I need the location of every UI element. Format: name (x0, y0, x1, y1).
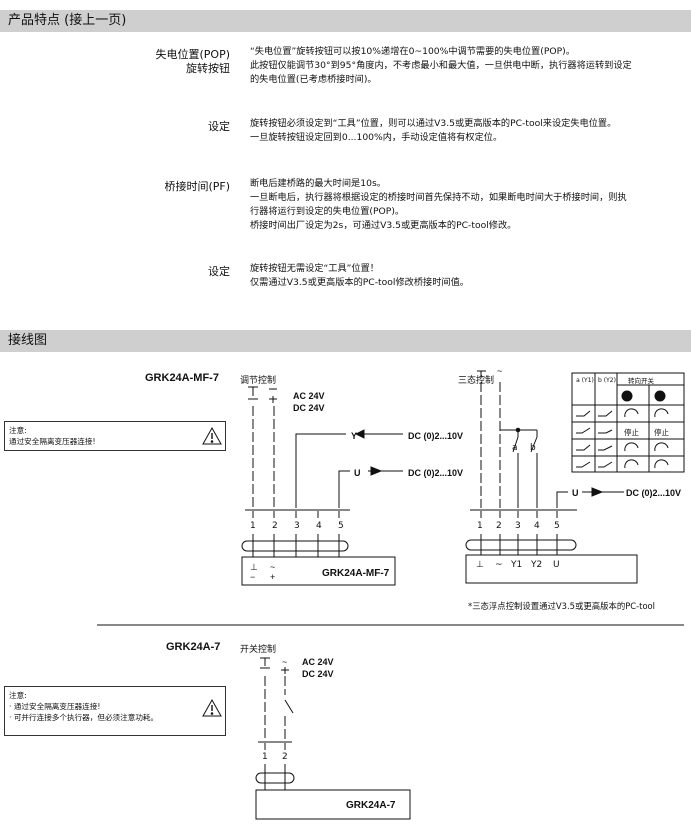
rotation-table (571, 372, 685, 473)
table-head-b: b (Y2) (598, 377, 616, 384)
text-line: 旋转按钮无需设定“工具”位置！ (250, 263, 379, 274)
diagram-title: 三态控制 (458, 376, 495, 386)
terminal-5: 5 (554, 521, 560, 531)
note-line: · 通过安全隔离变压器连接! (9, 702, 101, 711)
feature-text: 旋转按钮无需设定“工具”位置！ 仅需通过V3.5或更高版本的PC-tool修改桥… (250, 262, 688, 290)
diagram2-wiring (465, 370, 638, 584)
box-label: Y2 (531, 560, 543, 570)
footnote: *三态浮点控制设置通过V3.5或更高版本的PC-tool (468, 601, 656, 611)
supply-ac: AC 24V (302, 657, 334, 667)
box-tilde-symbol: ~ (270, 562, 275, 572)
table-head-switch: 转向开关 (628, 377, 654, 385)
note-title: 注意: (9, 426, 27, 435)
note-line: · 可并行连接多个执行器，但必须注意功耗。 (9, 713, 159, 722)
text-line: 一旦断电后，执行器将根据设定的桥接时间首先保持不动，如果断电时间大于桥接时间，则… (250, 192, 627, 203)
box-plus-symbol: + (270, 572, 275, 582)
actuator-model-label: GRK24A-MF-7 (322, 568, 390, 579)
box-ground-symbol: ⊥ (250, 562, 258, 572)
text-line: 断电后建桥路的最大时间是10s。 (250, 178, 386, 189)
terminal-1: 1 (250, 521, 256, 531)
terminal-2: 2 (272, 521, 278, 531)
terminal-3: 3 (515, 521, 521, 531)
arrow-icon (370, 466, 383, 476)
section-header-wiring: 接线图 (0, 330, 691, 352)
diagram3-wiring (255, 657, 411, 820)
signal-range: DC (0)2...10V (408, 468, 464, 478)
feature-label: 设定 (208, 265, 230, 278)
signal-u: U (572, 488, 579, 498)
box-label: ⊥ (476, 560, 484, 570)
note-title: 注意: (9, 691, 27, 700)
note-box: 注意: 通过安全隔离变压器连接! (4, 421, 226, 451)
diagram-title: 开关控制 (240, 645, 277, 655)
signal-range: DC (0)2...10V (626, 488, 682, 498)
terminal-4: 4 (316, 521, 322, 531)
text-line: 桥接时间出厂设定为2s，可通过V3.5或更高版本的PC-tool修改。 (250, 220, 517, 231)
terminal-4: 4 (534, 521, 540, 531)
feature-label: 设定 (208, 120, 230, 133)
box-label: Y1 (511, 560, 523, 570)
model-name: GRK24A-MF-7 (145, 372, 219, 384)
terminal-2: 2 (496, 521, 502, 531)
text-line: 旋转按钮必须设定到“工具”位置，则可以通过V3.5或更高版本的PC-tool来设… (250, 118, 617, 129)
feature-label: 桥接时间(PF) (164, 180, 230, 193)
terminal-2: 2 (282, 752, 288, 762)
actuator-model-label: GRK24A-7 (346, 800, 396, 811)
tilde-symbol: ~ (282, 657, 287, 667)
text-line: 仅需通过V3.5或更高版本的PC-tool修改桥接时间值。 (250, 277, 469, 288)
terminal-5: 5 (338, 521, 344, 531)
signal-u: U (354, 468, 361, 478)
note-line: 通过安全隔离变压器连接! (9, 437, 96, 446)
terminal-3: 3 (294, 521, 300, 531)
diagram1-wiring (241, 386, 403, 586)
terminal-1: 1 (262, 752, 268, 762)
signal-y: Y (351, 431, 358, 441)
text-line: “失电位置”旋转按钮可以按10%递增在0~100%中调节需要的失电位置(POP)… (250, 46, 575, 57)
feature-text: “失电位置”旋转按钮可以按10%递增在0~100%中调节需要的失电位置(POP)… (250, 45, 688, 87)
text-line: 一旦旋转按钮设定回到0...100%内，手动设定值将有权定位。 (250, 132, 503, 143)
box-label: ~ (495, 560, 503, 570)
section-header-features: 产品特点 (接上一页) (0, 10, 691, 32)
section-title: 产品特点 (接上一页) (8, 13, 127, 28)
arrow-icon (591, 487, 604, 497)
diagram-title: 调节控制 (240, 376, 277, 386)
text-line: 行器将运行到设定的失电位置(POP)。 (250, 206, 405, 217)
tilde-symbol: ~ (497, 366, 502, 376)
text-line: 此按钮仅能调节30°到95°角度内，不考虑最小和最大值，一旦供电中断，执行器将运… (250, 60, 632, 71)
supply-dc: DC 24V (293, 403, 325, 413)
supply-ac: AC 24V (293, 391, 325, 401)
feature-text: 旋转按钮必须设定到“工具”位置，则可以通过V3.5或更高版本的PC-tool来设… (250, 117, 688, 145)
arrow-icon (354, 429, 365, 439)
feature-label: 失电位置(POP) (155, 48, 230, 61)
section-title: 接线图 (8, 333, 48, 348)
signal-range: DC (0)2...10V (408, 431, 464, 441)
note-box: 注意: · 通过安全隔离变压器连接! · 可并行连接多个执行器，但必须注意功耗。 (4, 686, 226, 736)
warning-icon (202, 426, 222, 445)
table-head-a: a (Y1) (576, 377, 594, 384)
model-name: GRK24A-7 (166, 641, 221, 653)
terminal-1: 1 (477, 521, 483, 531)
box-label: U (553, 560, 560, 570)
stop-label: 停止 (624, 428, 639, 437)
tilde-symbol: ~ (270, 384, 275, 394)
warning-icon (202, 698, 222, 717)
supply-dc: DC 24V (302, 669, 334, 679)
stop-label: 停止 (654, 428, 669, 437)
feature-text: 断电后建桥路的最大时间是10s。 一旦断电后，执行器将根据设定的桥接时间首先保持… (250, 177, 688, 233)
box-minus-symbol: − (250, 572, 255, 582)
text-line: 的失电位置(已考虑桥接时间)。 (250, 74, 377, 85)
feature-label-sub: 旋转按钮 (186, 62, 230, 75)
